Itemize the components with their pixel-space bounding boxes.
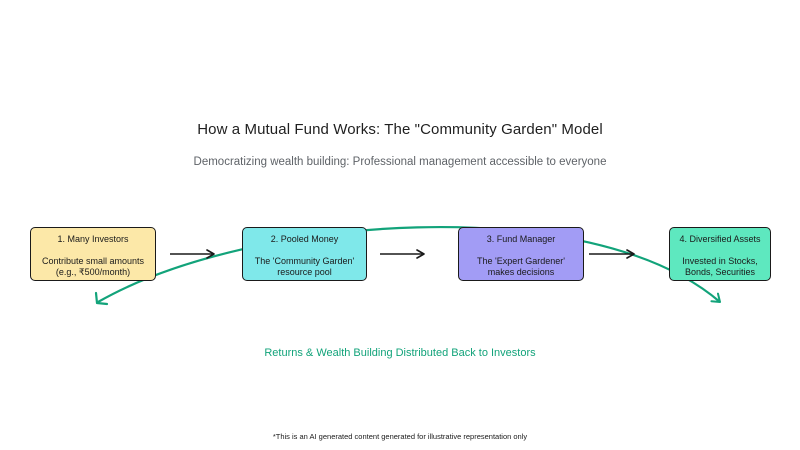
diagram-title: How a Mutual Fund Works: The "Community … [197, 121, 603, 138]
step-label: 1. Many Investors [57, 234, 129, 244]
footnote: *This is an AI generated content generat… [272, 432, 528, 441]
step-box-diversified-assets: 4. Diversified Assets Invested in Stocks… [669, 227, 771, 281]
step-box-pooled-money: 2. Pooled Money The 'Community Garden' r… [242, 227, 367, 281]
returns-curve-arrow [97, 226, 721, 303]
step-box-fund-manager: 3. Fund Manager The 'Expert Gardener' ma… [458, 227, 584, 281]
step-description: Contribute small amounts (e.g., ₹500/mon… [41, 256, 145, 277]
step-label: 2. Pooled Money [270, 234, 339, 244]
step-description: The 'Expert Gardener' makes decisions [477, 256, 565, 277]
step-box-investors: 1. Many Investors Contribute small amoun… [30, 227, 156, 281]
step-description: Invested in Stocks, Bonds, Securities [682, 256, 758, 277]
returns-label: Returns & Wealth Building Distributed Ba… [264, 347, 536, 359]
diagram-subtitle: Democratizing wealth building: Professio… [193, 156, 607, 168]
step-label: 4. Diversified Assets [679, 234, 761, 244]
step-label: 3. Fund Manager [486, 234, 556, 244]
step-description: The 'Community Garden' resource pool [254, 256, 355, 277]
